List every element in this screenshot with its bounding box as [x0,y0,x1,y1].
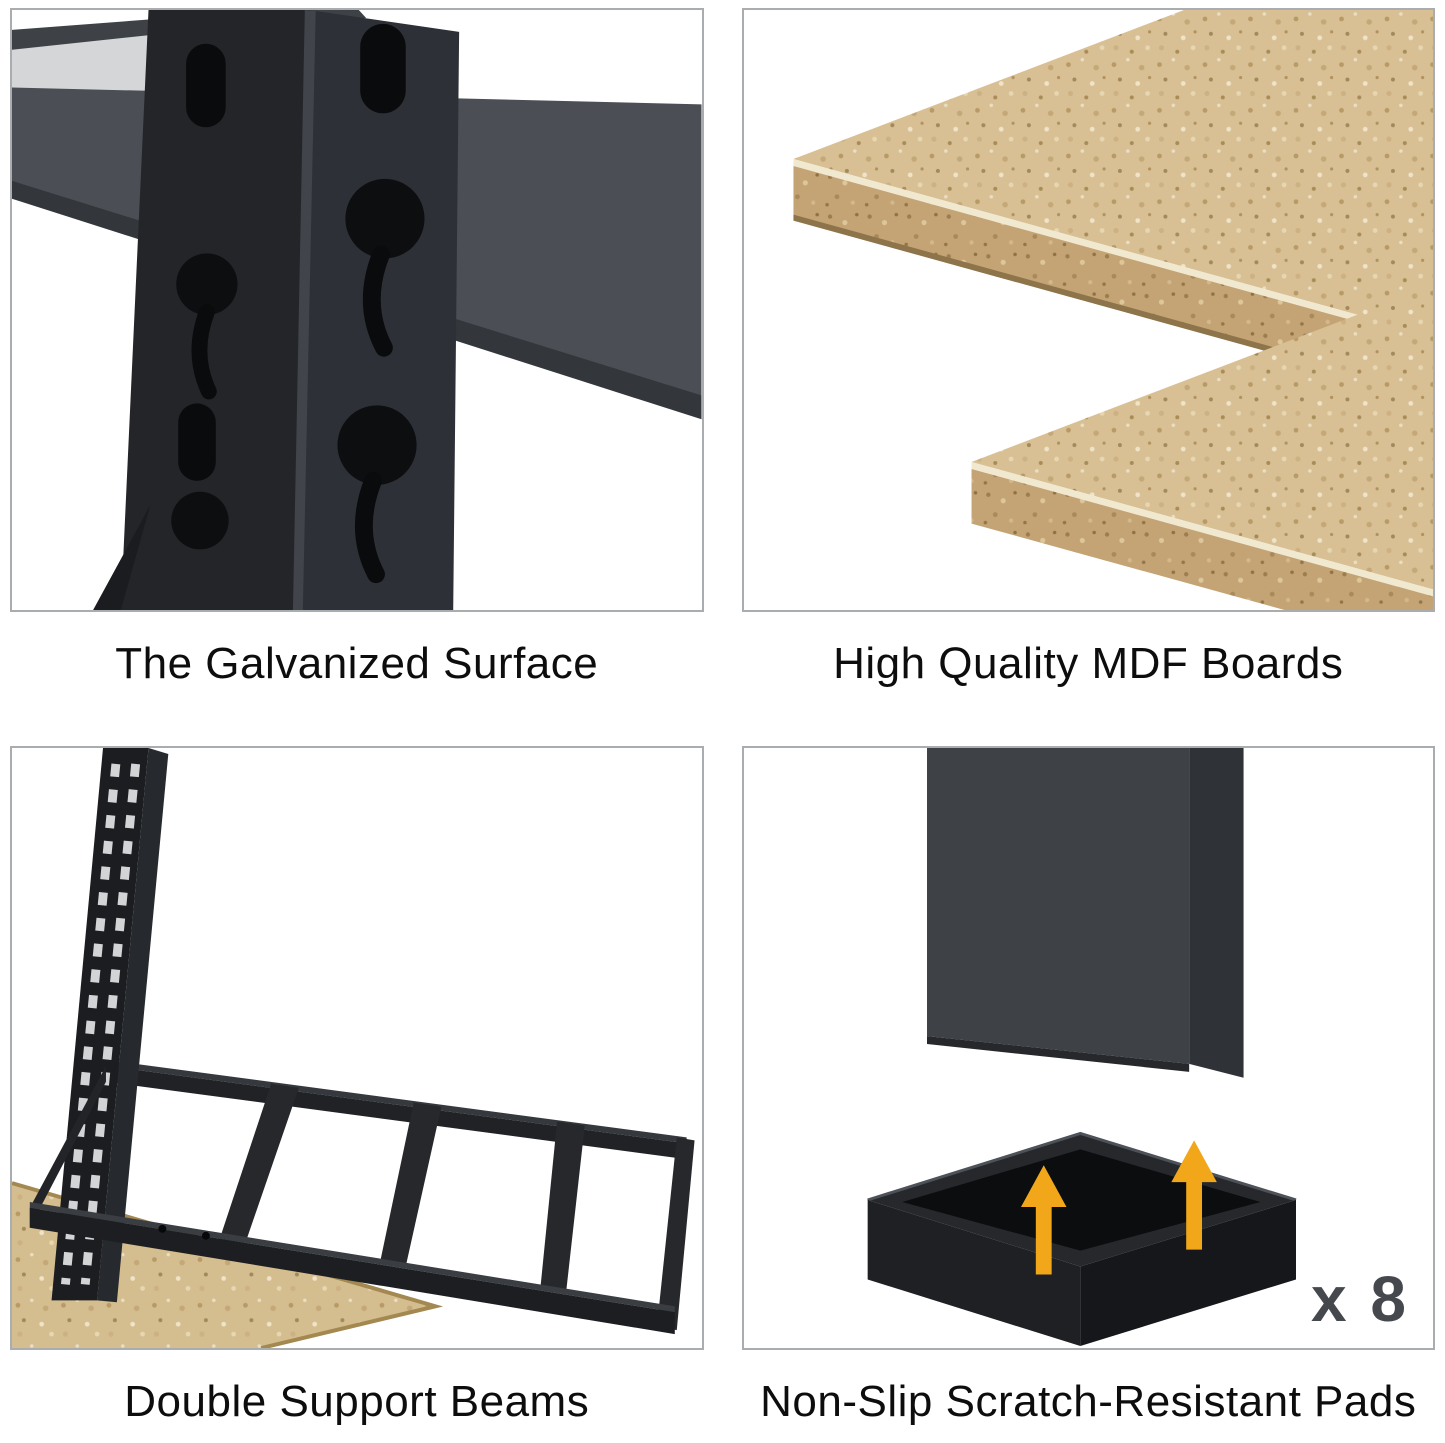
feature-non-slip-pads: x 8 Non-Slip Scratch-Resistant Pads [741,745,1435,1436]
feature-double-support-beams: Double Support Beams [10,745,704,1436]
up-arrow-icon [1020,1139,1217,1274]
caption-mdf-boards: High Quality MDF Boards [833,639,1344,688]
galvanized-surface-image [10,8,704,612]
mdf-boards-image [741,8,1435,612]
shelf-leg [926,747,1244,1078]
feature-mdf-boards: High Quality MDF Boards [741,8,1435,698]
support-beams-illustration [12,747,695,1348]
rubber-pad [866,1131,1296,1346]
keyhole-slots [171,23,425,584]
support-beams-image [10,745,704,1350]
quantity-badge: x 8 [1311,1262,1409,1335]
mdf-board-lower [971,285,1433,610]
shelf-frame [29,1065,695,1334]
non-slip-pads-illustration [866,747,1296,1346]
back-beam [105,1059,687,1159]
caption-galvanized-surface: The Galvanized Surface [115,639,599,688]
caption-non-slip-pads: Non-Slip Scratch-Resistant Pads [760,1376,1417,1426]
corner-post [93,10,460,610]
caption-double-support-beams: Double Support Beams [124,1376,590,1426]
mdf-boards-illustration [792,10,1433,610]
mdf-board-upper [792,10,1433,385]
non-slip-pads-image: x 8 [741,745,1435,1350]
slotted-upright [51,747,169,1302]
galvanized-surface-illustration [12,10,702,610]
feature-galvanized-surface: The Galvanized Surface [10,8,704,698]
